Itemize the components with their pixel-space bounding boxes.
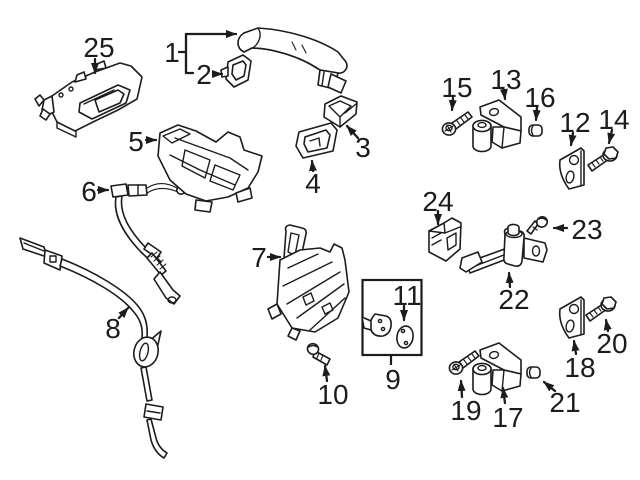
callout-label-25: 25 — [83, 32, 114, 63]
callout-label-7: 7 — [251, 242, 267, 273]
callout-label-22: 22 — [498, 284, 529, 315]
callout-arrows — [91, 30, 616, 405]
callout-label-12: 12 — [559, 107, 590, 138]
callout-label-16: 16 — [524, 82, 555, 113]
callout-label-24: 24 — [422, 186, 453, 217]
part-art-22-door-check — [459, 223, 548, 274]
part-art-5-handle-carrier — [157, 124, 263, 213]
part-art-10-screw — [306, 342, 331, 366]
part-art-9-key-set-box — [361, 278, 423, 365]
callout-label-23: 23 — [571, 214, 602, 245]
callout-label-15: 15 — [441, 72, 472, 103]
callout-label-2: 2 — [196, 59, 212, 90]
part-art-17-lower-hinge — [472, 342, 522, 396]
callout-label-9: 9 — [385, 364, 401, 395]
callout-label-3: 3 — [355, 132, 371, 163]
callout-label-20: 20 — [596, 328, 627, 359]
part-art-1-outside-handle — [237, 27, 348, 94]
part-art-20-bolt — [585, 296, 617, 322]
callout-label-4: 4 — [305, 168, 321, 199]
callout-labels: 1 2 3 4 5 6 7 8 9 10 11 12 13 14 15 16 1… — [81, 32, 629, 433]
callout-label-19: 19 — [450, 395, 481, 426]
part-art-7-door-lock — [267, 224, 350, 341]
part-art-8-lock-cable — [19, 237, 168, 459]
callout-label-1: 1 — [164, 37, 180, 68]
callout-label-14: 14 — [598, 104, 629, 135]
callout-bracket-1 — [177, 32, 195, 75]
part-art-12-striker — [558, 147, 585, 190]
part-art-2-handle-end-cap — [220, 54, 252, 88]
part-art-23-screw — [526, 216, 549, 235]
callout-label-17: 17 — [492, 402, 523, 433]
callout-label-10: 10 — [317, 379, 348, 410]
callout-label-13: 13 — [490, 64, 521, 95]
part-art-3-guide-sleeve — [323, 95, 358, 128]
part-art-18-striker — [558, 296, 585, 339]
callout-label-5: 5 — [128, 126, 144, 157]
callout-label-8: 8 — [105, 313, 121, 344]
part-art-14-bolt — [587, 146, 619, 172]
part-art-24-wedge — [428, 217, 462, 262]
part-art-13-upper-hinge — [472, 99, 522, 153]
callout-label-11: 11 — [392, 280, 421, 311]
part-art-16-bushing — [528, 124, 543, 137]
part-art-11-key-blank — [361, 313, 414, 349]
part-art-25-inside-handle-bezel — [34, 60, 143, 138]
callout-label-6: 6 — [81, 176, 97, 207]
part-art-15-screw — [441, 111, 473, 136]
part-art-6-release-cable — [110, 182, 187, 305]
callout-label-21: 21 — [549, 387, 580, 418]
part-art-4-handle-cover — [295, 122, 338, 159]
part-art-21-bushing — [526, 366, 541, 379]
callout-label-18: 18 — [564, 352, 595, 383]
